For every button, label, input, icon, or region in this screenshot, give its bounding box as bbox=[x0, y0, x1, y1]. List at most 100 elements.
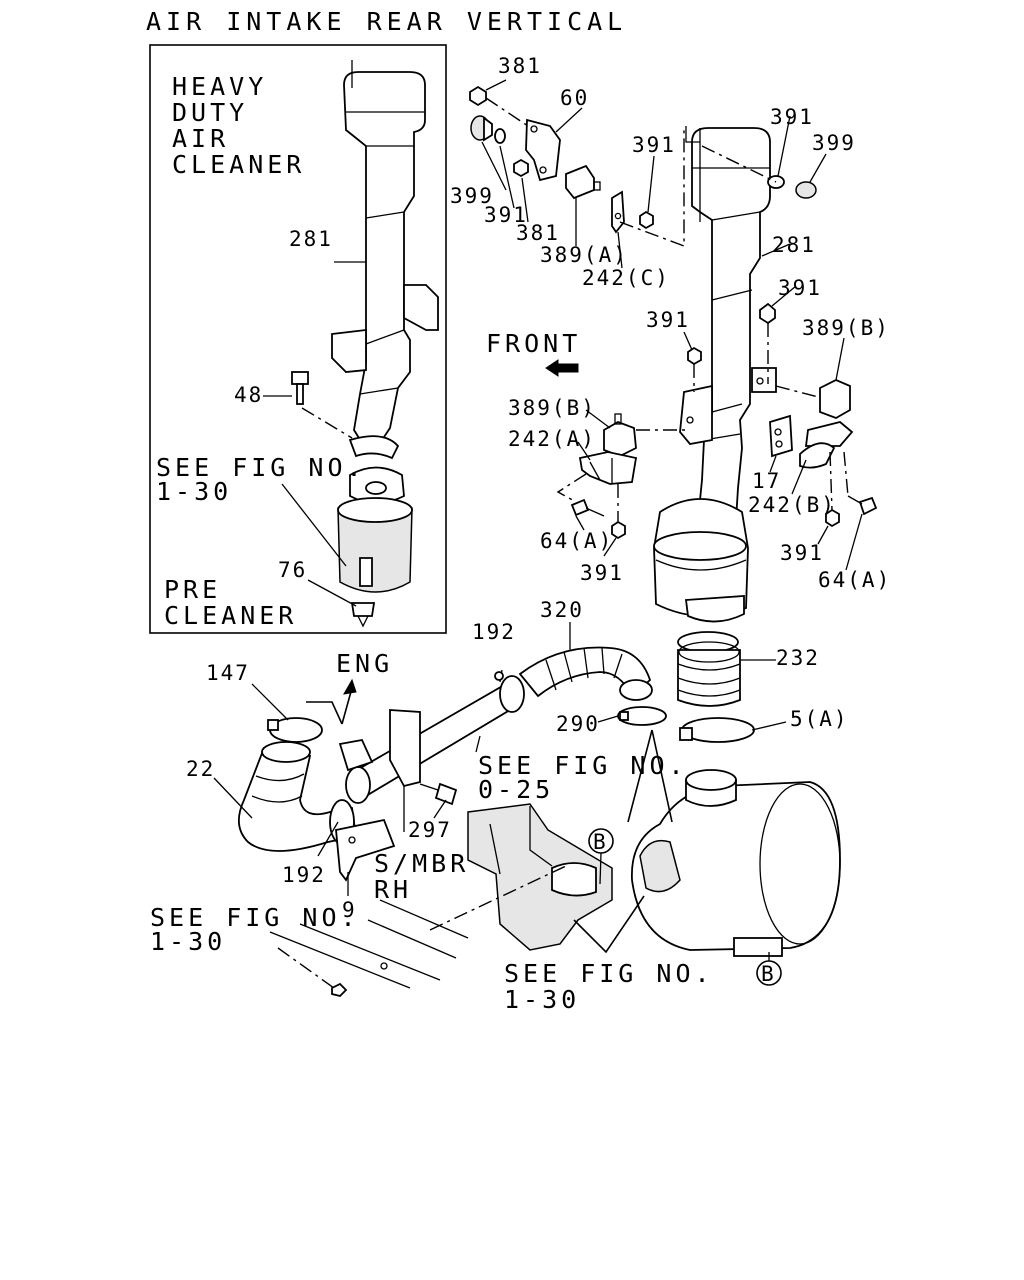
label-391-center: 391 bbox=[646, 308, 690, 332]
rubber-mount-389a bbox=[565, 164, 595, 200]
nut-391-mid bbox=[639, 210, 654, 230]
label-see-fig-025-line-1: SEE FIG NO. bbox=[478, 751, 688, 780]
long-intake-pipe bbox=[335, 675, 525, 882]
label-381-bottom: 381 bbox=[516, 221, 560, 245]
bracket-242c bbox=[611, 190, 625, 234]
bolt-297 bbox=[419, 782, 458, 806]
bracket-242a bbox=[578, 451, 638, 485]
bracket-9 bbox=[335, 818, 396, 882]
leader-192-bottom bbox=[317, 821, 339, 857]
inset-see-fig-line-2: 1-30 bbox=[156, 477, 232, 506]
label-391-upper-right: 391 bbox=[770, 105, 814, 129]
label-391-right: 391 bbox=[778, 276, 822, 300]
clamp-5a bbox=[679, 717, 755, 743]
nut-391-right bbox=[759, 302, 776, 325]
ref-line-smbr bbox=[429, 865, 567, 931]
inset-pre-cleaner-line-2: CLEANER bbox=[164, 601, 297, 630]
bracket-242b bbox=[799, 442, 836, 469]
label-see-fig-025-line-2: 0-25 bbox=[478, 775, 554, 804]
frame-rail-lines bbox=[269, 899, 469, 997]
frame-nut bbox=[331, 982, 348, 997]
ref-label-b-top: B bbox=[593, 830, 608, 854]
inset-label-281: 281 bbox=[289, 227, 333, 251]
label-smbr-line-2: RH bbox=[374, 875, 412, 904]
clamp-290 bbox=[617, 706, 667, 726]
label-9: 9 bbox=[342, 898, 357, 922]
main-snorkel-pipe-281 bbox=[679, 126, 777, 530]
label-297: 297 bbox=[408, 818, 452, 842]
inset-label-76: 76 bbox=[278, 558, 307, 582]
label-391-lower-right: 391 bbox=[780, 541, 824, 565]
inset-snorkel-pipe bbox=[331, 60, 439, 460]
label-147: 147 bbox=[206, 661, 250, 685]
label-399-right: 399 bbox=[812, 131, 856, 155]
label-242c: 242(C) bbox=[582, 266, 670, 290]
clamp-147 bbox=[267, 717, 323, 743]
label-389b-left: 389(B) bbox=[508, 396, 596, 420]
inset-air-cleaner-body bbox=[337, 466, 413, 593]
right-side-hardware bbox=[683, 115, 878, 571]
hose-232 bbox=[677, 631, 741, 707]
label-64a-right: 64(A) bbox=[818, 568, 891, 592]
left-mount-assembly bbox=[556, 409, 688, 557]
leader-see-fig-inset bbox=[281, 483, 347, 567]
inset-pre-cleaner-line-1: PRE bbox=[164, 575, 221, 604]
label-391-lower-left: 391 bbox=[580, 561, 624, 585]
label-232: 232 bbox=[776, 646, 820, 670]
leader-290 bbox=[597, 715, 619, 723]
inset-label-48: 48 bbox=[234, 383, 263, 407]
label-22: 22 bbox=[186, 757, 215, 781]
bracket-17 bbox=[769, 414, 793, 458]
front-direction-arrow bbox=[545, 359, 579, 377]
label-389b-right: 389(B) bbox=[802, 316, 890, 340]
leader-see-fig-025 bbox=[475, 735, 481, 753]
upper-mount-hardware bbox=[469, 79, 685, 269]
nut-391-lower-left bbox=[611, 520, 626, 540]
label-64a-left: 64(A) bbox=[540, 529, 613, 553]
inset-heading-line-2: DUTY bbox=[172, 98, 248, 127]
label-389a: 389(A) bbox=[540, 243, 628, 267]
label-399-left: 399 bbox=[450, 184, 494, 208]
ref-label-b-bottom: B bbox=[761, 962, 776, 986]
inset-bolt-48 bbox=[291, 371, 353, 439]
label-281: 281 bbox=[772, 233, 816, 257]
rubber-mount-389b-right bbox=[819, 379, 851, 419]
label-320: 320 bbox=[540, 598, 584, 622]
leader-see-fig-bottom bbox=[573, 895, 645, 954]
label-smbr-line-1: S/MBR bbox=[374, 849, 469, 878]
nut-391-center bbox=[687, 346, 702, 366]
label-192-top: 192 bbox=[472, 620, 516, 644]
bracket-60 bbox=[525, 118, 561, 182]
label-60: 60 bbox=[560, 86, 589, 110]
leader-76 bbox=[307, 579, 357, 607]
inset-heading-line-1: HEAVY bbox=[172, 72, 267, 101]
lower-air-cleaner-drum bbox=[627, 729, 841, 957]
label-see-fig-130-left-line-2: 1-30 bbox=[150, 927, 226, 956]
leader-5a bbox=[751, 721, 787, 731]
label-381-top: 381 bbox=[498, 54, 542, 78]
main-air-cleaner-housing bbox=[653, 498, 749, 623]
label-192-bottom: 192 bbox=[282, 863, 326, 887]
label-391-left: 391 bbox=[484, 203, 528, 227]
elbow-320 bbox=[518, 646, 653, 701]
inset-heading-line-3: AIR bbox=[172, 124, 229, 153]
rubber-mount-389b-left bbox=[603, 421, 637, 457]
eng-direction-arrow bbox=[306, 678, 357, 725]
label-front: FRONT bbox=[486, 329, 581, 358]
label-see-fig-130-left-line-1: SEE FIG NO. bbox=[150, 903, 360, 932]
label-290: 290 bbox=[556, 712, 600, 736]
inset-heading-line-4: CLEANER bbox=[172, 150, 305, 179]
label-391-mid: 391 bbox=[632, 133, 676, 157]
label-242b: 242(B) bbox=[748, 493, 836, 517]
label-see-fig-130-bottom-line-2: 1-30 bbox=[504, 985, 580, 1014]
diagram-title: AIR INTAKE REAR VERTICAL bbox=[146, 7, 627, 36]
label-242a: 242(A) bbox=[508, 427, 596, 451]
sub-member-rh bbox=[467, 803, 613, 951]
label-see-fig-130-bottom-line-1: SEE FIG NO. bbox=[504, 959, 714, 988]
inset-see-fig-line-1: SEE FIG NO. bbox=[156, 453, 366, 482]
label-eng: ENG bbox=[336, 649, 393, 678]
inset-frame bbox=[149, 44, 447, 634]
nut-381-top bbox=[469, 85, 487, 107]
heavy-duty-air-cleaner-inset: HEAVY DUTY AIR CLEANER bbox=[149, 44, 447, 634]
